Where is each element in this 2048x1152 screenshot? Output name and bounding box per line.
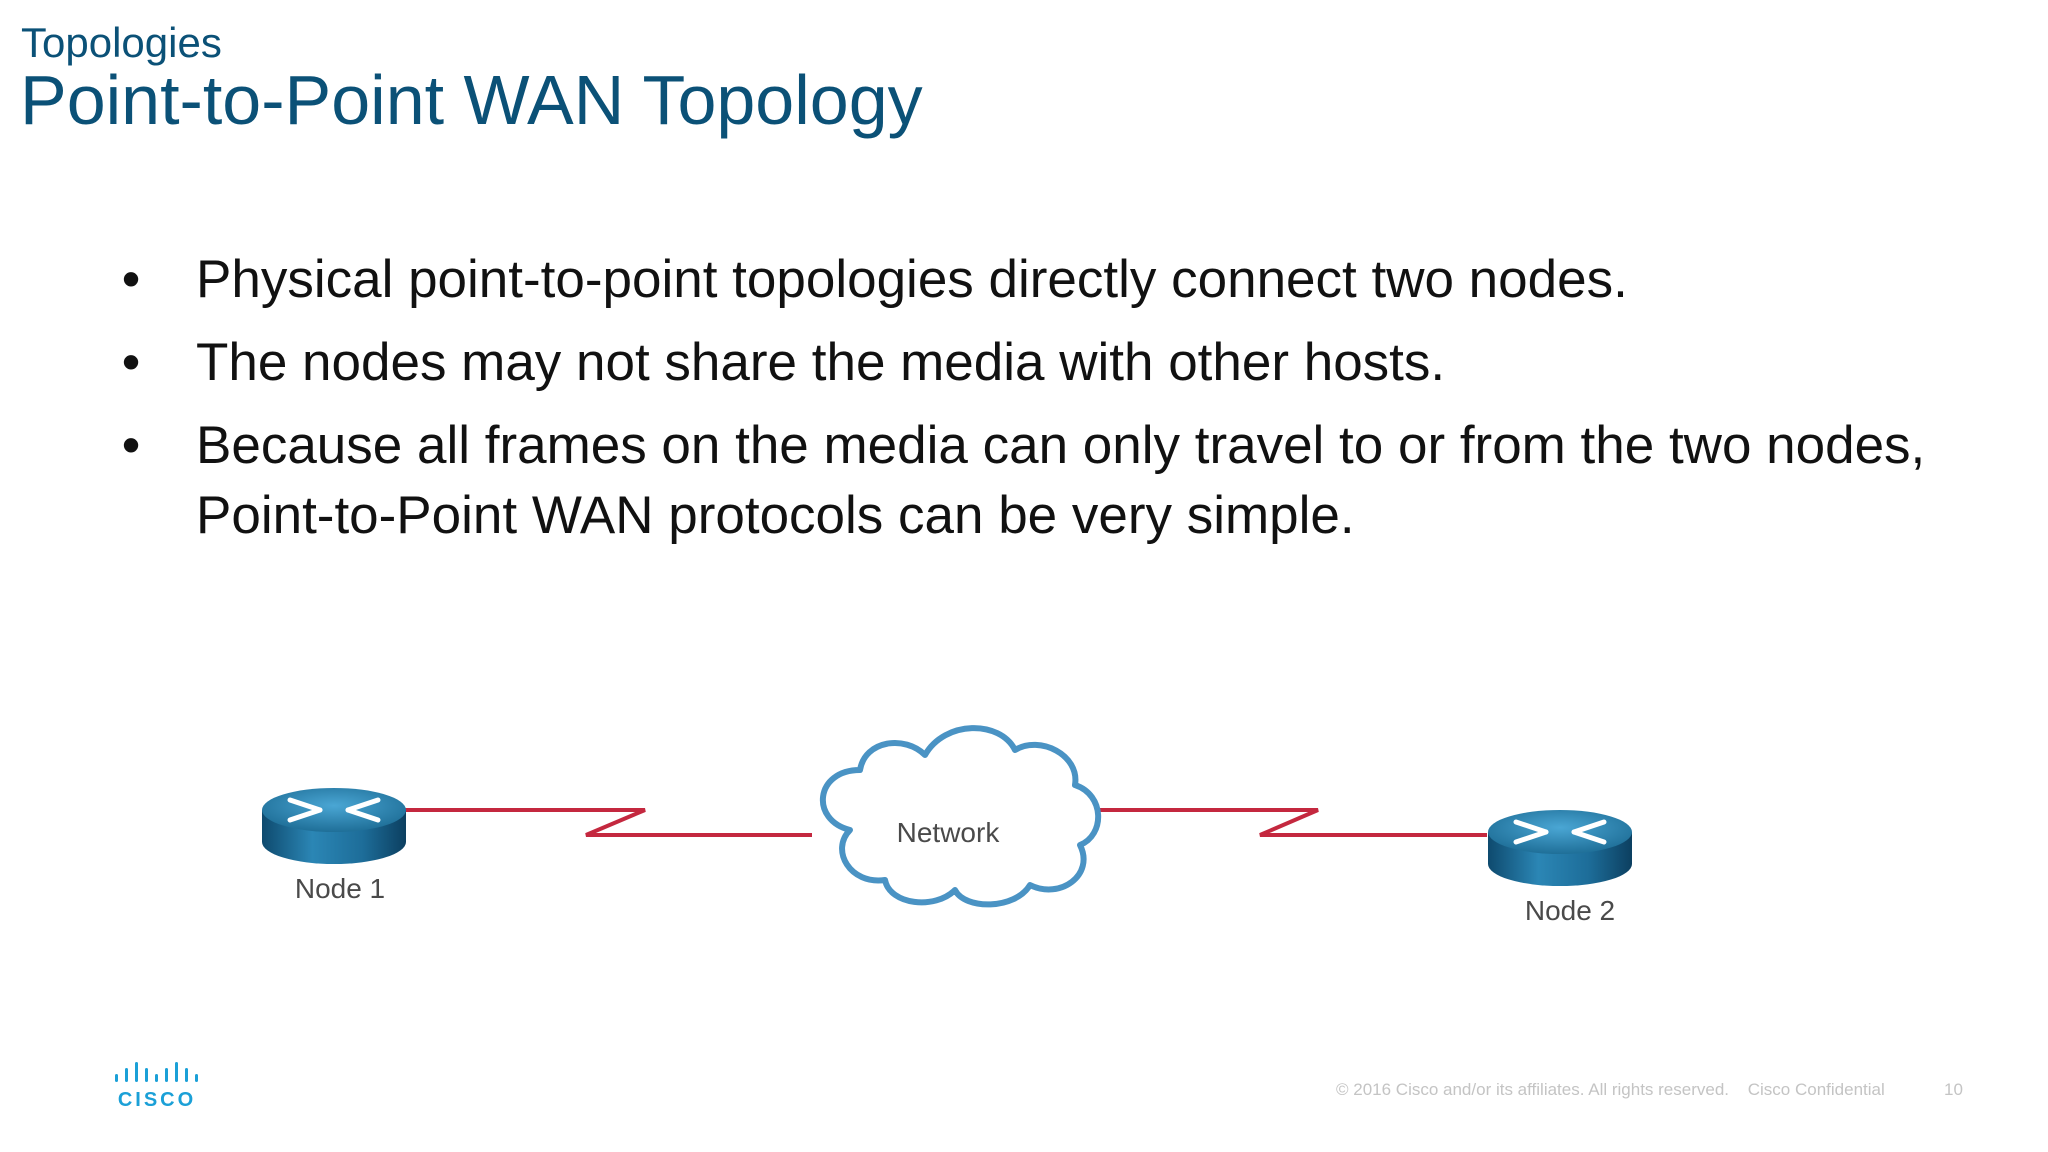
bullet-dot: •	[121, 333, 141, 392]
bullet-dot: •	[121, 416, 141, 475]
bullet-dot: •	[121, 250, 141, 309]
bullet-item: • The nodes may not share the media with…	[116, 328, 1956, 398]
bullet-item: • Physical point-to-point topologies dir…	[116, 245, 1956, 315]
bullet-text: The nodes may not share the media with o…	[196, 333, 1446, 392]
router-icon	[262, 788, 406, 864]
section-title: Topologies	[21, 19, 222, 66]
confidential-text: Cisco Confidential	[1747, 1080, 1885, 1099]
serial-link-icon	[405, 808, 812, 837]
topology-diagram: Network Node 1 Node 2	[262, 725, 1632, 926]
bullet-text: Because all frames on the media can only…	[196, 416, 1926, 545]
network-label: Network	[897, 817, 1001, 848]
router-icon	[1488, 810, 1632, 886]
page-title: Point-to-Point WAN Topology	[20, 61, 923, 139]
router-node-2	[1488, 810, 1632, 886]
cisco-logo: CISCO	[115, 1062, 198, 1111]
serial-link-left	[405, 808, 812, 837]
footer: © 2016 Cisco and/or its affiliates. All …	[1336, 1080, 1899, 1100]
serial-link-icon	[1085, 808, 1487, 837]
router-node-1	[262, 788, 406, 864]
bullet-item: • Because all frames on the media can on…	[116, 411, 1956, 551]
network-cloud: Network	[820, 725, 1102, 908]
node-2-label: Node 2	[1525, 895, 1615, 926]
cloud-icon	[820, 725, 1102, 908]
page-number: 10	[1944, 1080, 1963, 1099]
cisco-wordmark: CISCO	[118, 1089, 196, 1111]
bullet-text: Physical point-to-point topologies direc…	[196, 250, 1628, 309]
node-1-label: Node 1	[295, 873, 385, 904]
bullet-list: • Physical point-to-point topologies dir…	[116, 245, 1956, 564]
copyright-text: © 2016 Cisco and/or its affiliates. All …	[1336, 1080, 1730, 1099]
serial-link-right	[1085, 808, 1487, 837]
cisco-bars-icon	[115, 1062, 198, 1082]
